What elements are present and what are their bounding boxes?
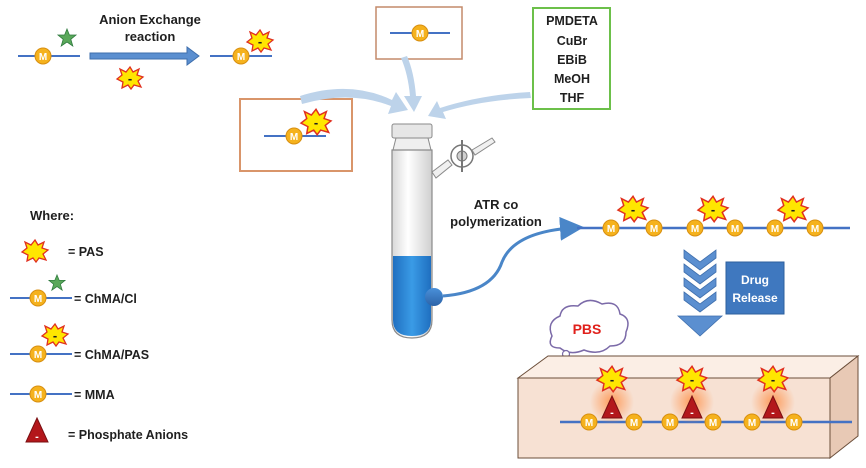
reagent-thf: THF <box>560 91 585 105</box>
copolymer-monomer: M <box>645 219 663 237</box>
legend-item-pas: = PAS <box>21 239 104 263</box>
svg-text:-: - <box>53 328 57 343</box>
svg-text:-: - <box>791 202 795 217</box>
copolymer-chain: M M M M M M - - - <box>577 195 850 237</box>
svg-text:M: M <box>811 224 819 235</box>
svg-text:-: - <box>690 372 694 387</box>
svg-text:M: M <box>39 52 47 63</box>
copolymer-monomer: M <box>806 219 824 237</box>
copolymer-monomer: M <box>766 219 784 237</box>
legend-text-mma: = MMA <box>74 388 115 402</box>
svg-text:-: - <box>690 407 694 419</box>
svg-text:-: - <box>771 407 775 419</box>
reagent-meoh: MeOH <box>554 72 590 86</box>
copolymer-pas: - <box>697 195 729 223</box>
legend-text-chma-pas: = ChMA/PAS <box>74 348 149 362</box>
release-monomer: M <box>743 413 761 431</box>
svg-text:-: - <box>610 372 614 387</box>
schlenk-flask <box>391 123 496 339</box>
svg-text:M: M <box>790 418 798 429</box>
reagent-pmdeta: PMDETA <box>546 14 598 28</box>
pbs-label: PBS <box>573 321 602 337</box>
svg-text:-: - <box>711 202 715 217</box>
svg-text:M: M <box>290 132 298 143</box>
svg-text:M: M <box>771 224 779 235</box>
where-label: Where: <box>30 208 74 223</box>
release-monomer: M <box>625 413 643 431</box>
svg-text:-: - <box>258 34 262 49</box>
svg-text:M: M <box>34 390 42 401</box>
svg-text:-: - <box>128 71 132 86</box>
release-block: M M M M M M - - - - - - <box>516 354 860 460</box>
atr-label-line2: polymerization <box>450 214 542 229</box>
released-pas: - <box>676 365 708 393</box>
legend-item-chma-pas: M - = ChMA/PAS <box>10 323 149 363</box>
mma-box: M <box>375 6 463 60</box>
legend-text-chma-cl: = ChMA/Cl <box>74 292 137 306</box>
legend-item-chma-cl: M = ChMA/Cl <box>10 274 137 307</box>
svg-text:M: M <box>585 418 593 429</box>
svg-text:M: M <box>607 224 615 235</box>
svg-text:M: M <box>731 224 739 235</box>
svg-text:M: M <box>416 29 424 40</box>
atr-arrow: ATR co polymerization <box>425 197 584 306</box>
released-pas: - <box>757 365 789 393</box>
legend-text-phosphate: = Phosphate Anions <box>68 428 188 442</box>
drug-release-line1: Drug <box>741 273 769 287</box>
phosphate-anion: - <box>681 394 703 419</box>
legend-item-mma: M = MMA <box>10 385 115 403</box>
atr-label-line1: ATR co <box>474 197 519 212</box>
svg-text:M: M <box>691 224 699 235</box>
reagents-box: PMDETA CuBr EBiB MeOH THF <box>532 7 611 110</box>
svg-text:M: M <box>666 418 674 429</box>
drug-release-box: Drug Release <box>725 261 785 315</box>
release-chevrons <box>676 249 724 337</box>
phosphate-anion: - <box>762 394 784 419</box>
svg-text:M: M <box>650 224 658 235</box>
legend-text-pas: = PAS <box>68 245 104 259</box>
pas-anion-free: - <box>116 66 144 90</box>
copolymer-pas: - <box>617 195 649 223</box>
drug-release-line2: Release <box>732 291 778 305</box>
chloride-star-icon <box>57 28 77 47</box>
chloride-star-icon <box>48 274 66 291</box>
svg-text:-: - <box>314 115 318 130</box>
svg-text:M: M <box>630 418 638 429</box>
svg-text:M: M <box>237 52 245 63</box>
release-monomer: M <box>704 413 722 431</box>
feed-arrows <box>300 56 531 119</box>
release-monomer: M <box>661 413 679 431</box>
pbs-cloud: PBS <box>549 299 629 364</box>
svg-text:M: M <box>709 418 717 429</box>
copolymer-monomer: M <box>686 219 704 237</box>
legend-item-phosphate: - = Phosphate Anions <box>25 416 188 443</box>
svg-text:-: - <box>771 372 775 387</box>
phosphate-anion: - <box>601 394 623 419</box>
chma-pas-box: M - <box>239 98 353 172</box>
svg-text:M: M <box>748 418 756 429</box>
released-pas: - <box>596 365 628 393</box>
step1-label-line1: Anion Exchange <box>99 12 201 27</box>
legend: Where: = PAS M = ChMA/Cl M - = ChMA/PAS … <box>10 208 188 443</box>
svg-text:-: - <box>610 407 614 419</box>
svg-text:-: - <box>35 431 39 443</box>
release-monomer: M <box>580 413 598 431</box>
chma-cl-monomer-start: M <box>18 28 80 65</box>
copolymer-pas: - <box>777 195 809 223</box>
exchange-arrow <box>89 46 200 66</box>
step1-label-line2: reaction <box>125 29 176 44</box>
release-monomer: M <box>785 413 803 431</box>
copolymer-monomer: M <box>602 219 620 237</box>
anion-exchange-scheme: M Anion Exchange reaction - M - <box>18 12 274 90</box>
svg-text:-: - <box>631 202 635 217</box>
copolymer-monomer: M <box>726 219 744 237</box>
chma-pas-monomer-result: M - <box>210 29 274 65</box>
reagent-cubr: CuBr <box>557 34 588 48</box>
svg-text:M: M <box>34 350 42 361</box>
reagent-ebib: EBiB <box>557 53 587 67</box>
svg-text:M: M <box>34 294 42 305</box>
